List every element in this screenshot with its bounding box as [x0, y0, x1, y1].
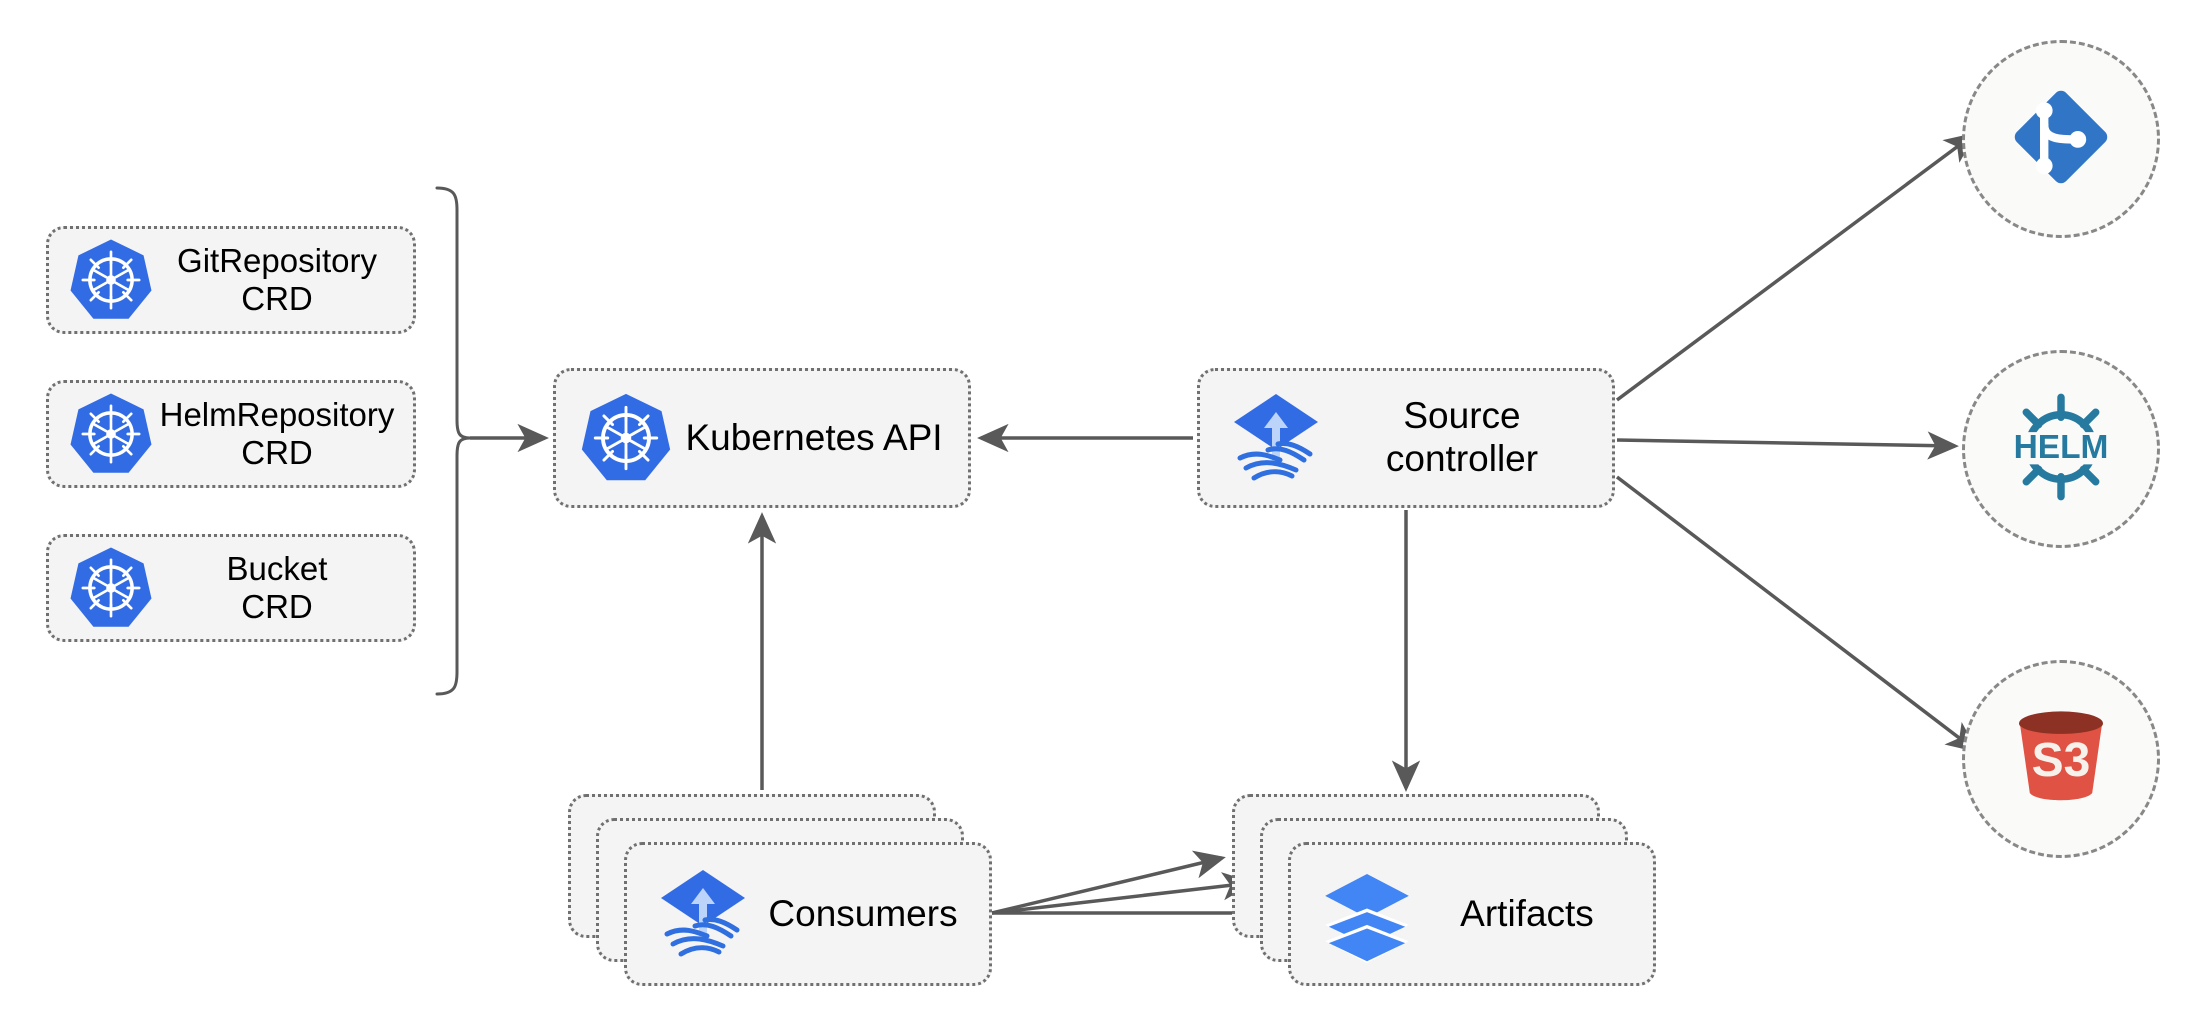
kubernetes-icon	[67, 236, 155, 324]
flux-icon	[1226, 388, 1326, 488]
edge-consumers-to-artifacts-2	[991, 872, 1254, 915]
crd-box-helmrepository[interactable]: HelmRepository CRD	[46, 380, 416, 488]
node-source-controller[interactable]: Source controller	[1197, 368, 1615, 508]
flux-icon	[653, 864, 753, 964]
node-label-source-controller: Source controller	[1385, 395, 1539, 479]
helm-icon	[1999, 385, 2123, 514]
git-icon	[2001, 77, 2121, 202]
crd-label-gitrepository: GitRepository CRD	[177, 241, 377, 317]
kubernetes-icon	[67, 390, 155, 478]
kubernetes-icon	[578, 390, 674, 486]
consumers-card-front[interactable]: Consumers	[624, 842, 992, 986]
source-circle-git[interactable]	[1962, 40, 2160, 238]
node-label-kubernetes-api: Kubernetes API	[685, 416, 943, 458]
layers-icon	[1317, 864, 1417, 964]
crd-box-gitrepository[interactable]: GitRepository CRD	[46, 226, 416, 334]
edge-source-controller-to-helm	[1616, 431, 1959, 460]
artifacts-card-front[interactable]: Artifacts	[1288, 842, 1656, 986]
s3-bucket-icon	[2001, 697, 2121, 822]
node-label-artifacts: Artifacts	[1460, 893, 1594, 934]
edge-consumers-to-artifacts-1	[991, 850, 1226, 915]
source-circle-s3[interactable]	[1962, 660, 2160, 858]
crd-label-helmrepository: HelmRepository CRD	[159, 395, 395, 471]
node-label-consumers: Consumers	[768, 893, 958, 934]
edge-source-controller-to-s3	[1615, 475, 1979, 753]
edge-source-controller-to-git	[1615, 132, 1977, 402]
crd-box-bucket[interactable]: Bucket CRD	[46, 534, 416, 642]
node-artifacts[interactable]: Artifacts	[1232, 794, 1656, 986]
source-circle-helm[interactable]	[1962, 350, 2160, 548]
node-kubernetes-api[interactable]: Kubernetes API	[553, 368, 971, 508]
kubernetes-icon	[67, 544, 155, 632]
crd-label-bucket: Bucket CRD	[226, 549, 328, 625]
crd-group-bracket	[435, 186, 472, 696]
node-consumers[interactable]: Consumers	[568, 794, 992, 986]
